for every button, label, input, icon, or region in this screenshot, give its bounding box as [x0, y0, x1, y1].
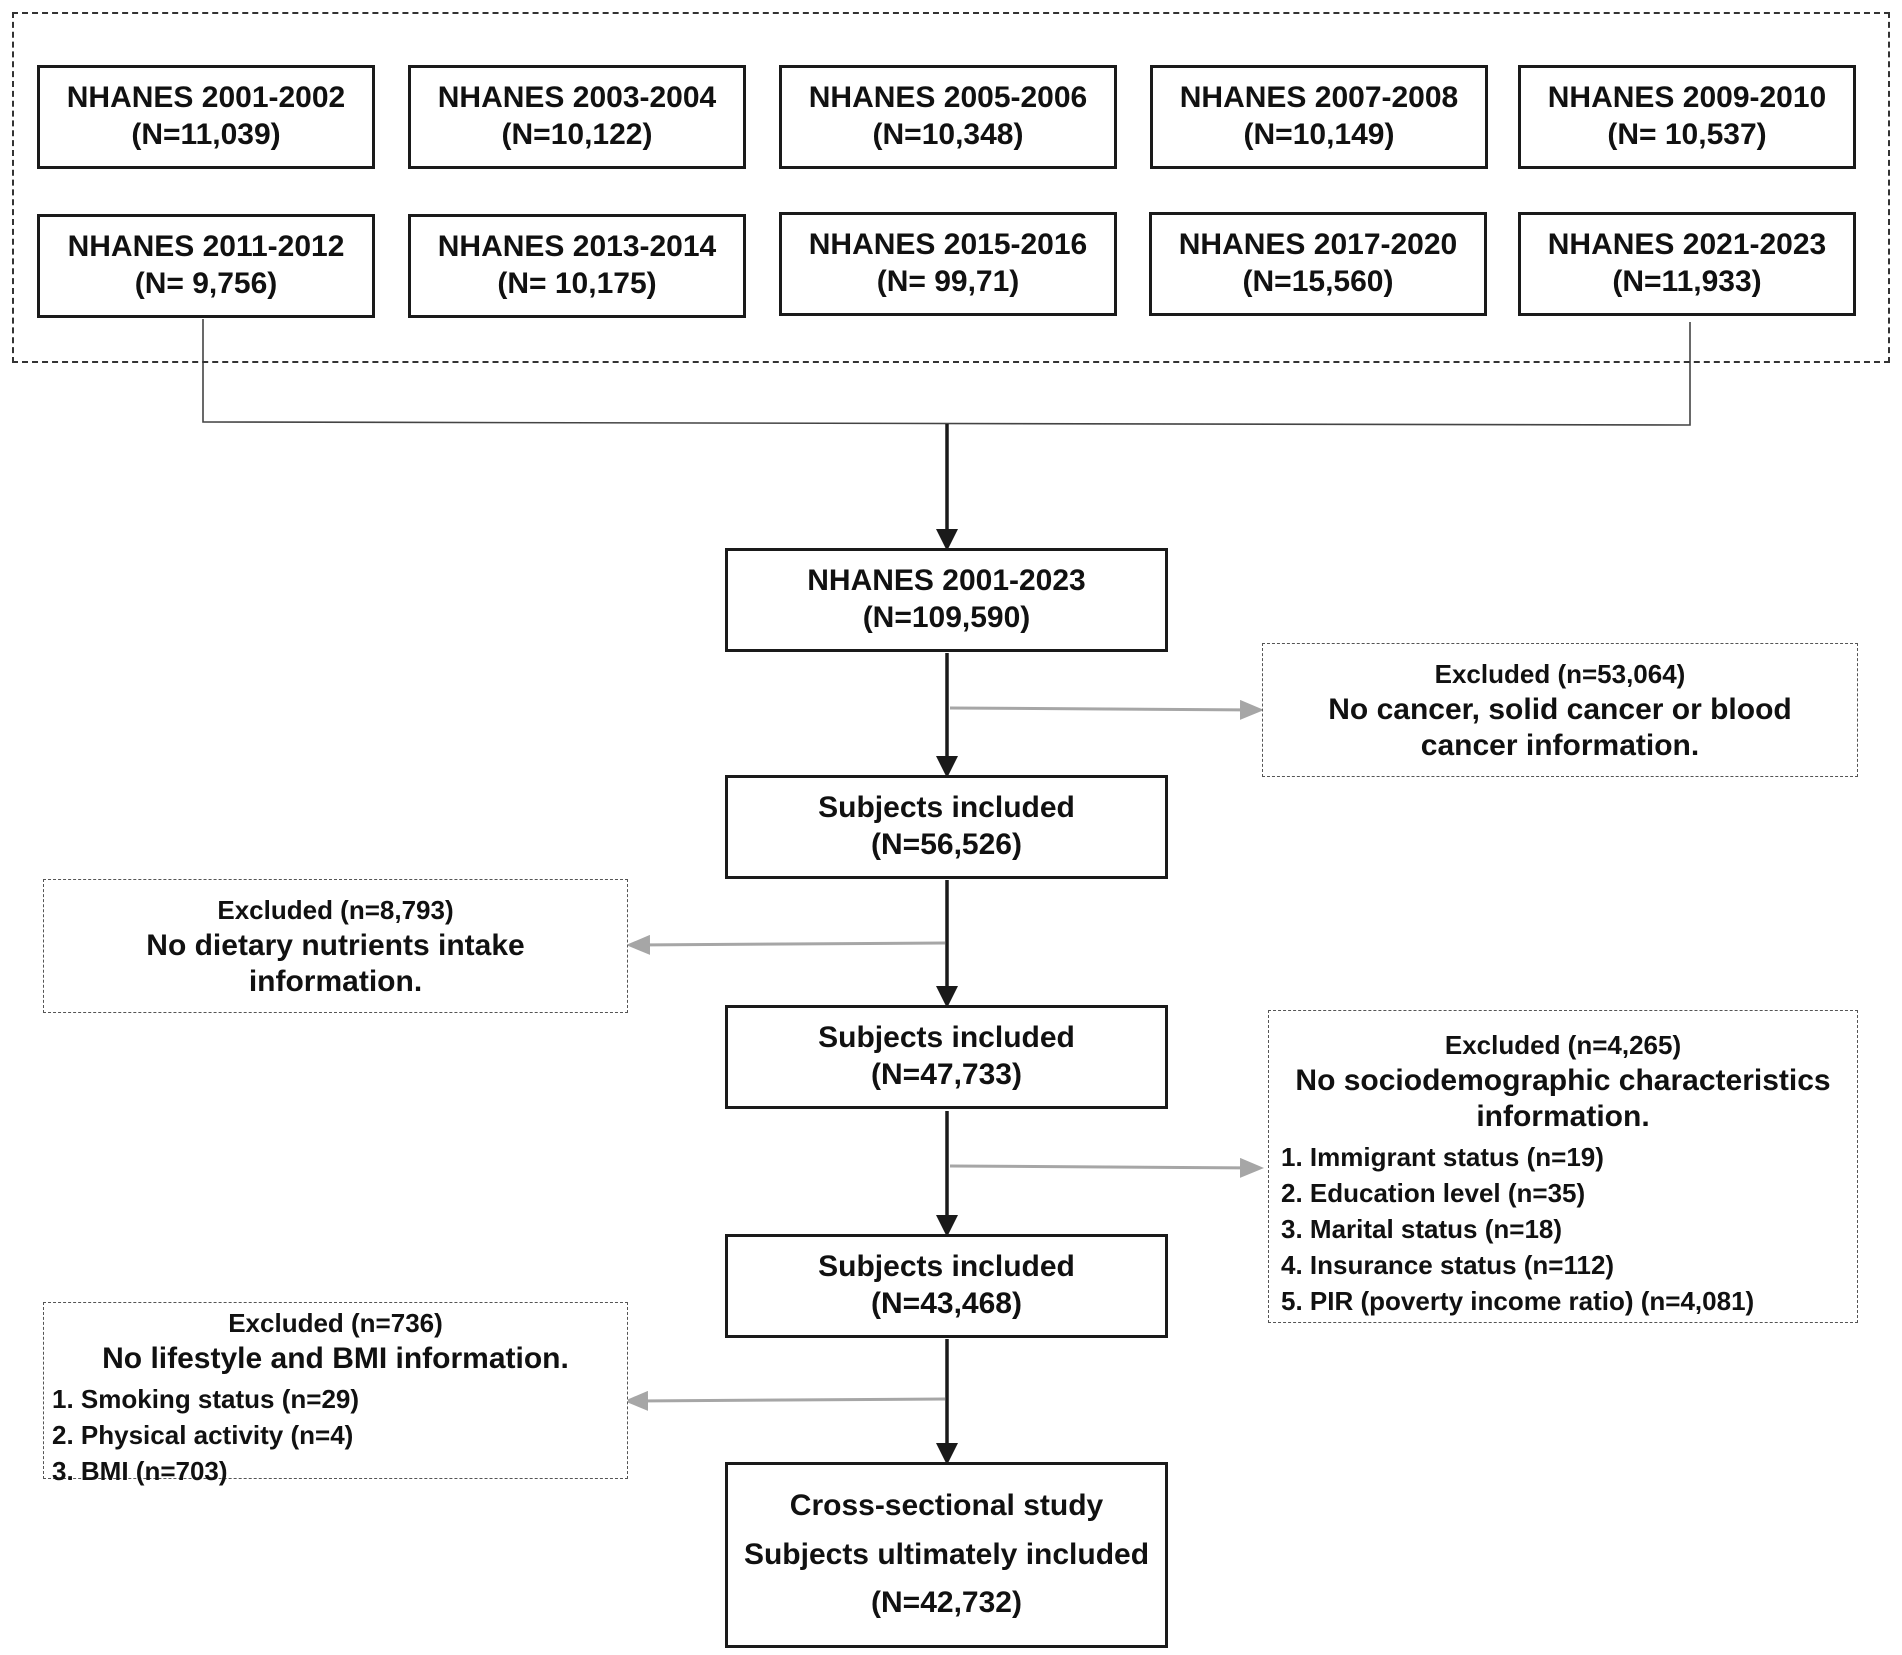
cycle-count: (N=10,348) — [872, 118, 1024, 151]
list-item: 3. Marital status (n=18) — [1281, 1213, 1563, 1244]
final-count: (N=42,732) — [871, 1586, 1022, 1620]
cycle-label: NHANES 2005-2006 — [808, 81, 1088, 115]
cycle-label: NHANES 2011-2012 — [67, 230, 345, 264]
exclusion-header: Excluded (n=4,265) — [1444, 1030, 1682, 1060]
exclusion-header: Excluded (n=8,793) — [217, 895, 454, 925]
exclusion-description: No sociodemographic characteristics info… — [1295, 1063, 1831, 1133]
cycle-box: NHANES 2013-2014 (N= 10,175) — [408, 214, 746, 318]
cycle-label: NHANES 2007-2008 — [1179, 81, 1459, 115]
list-item: 3. BMI (n=703) — [52, 1455, 228, 1486]
study-design-label: Cross-sectional study — [789, 1489, 1104, 1523]
exclusion-reasons-list: 1. Smoking status (n=29) 2. Physical act… — [52, 1381, 619, 1489]
cycle-box: NHANES 2017-2020 (N=15,560) — [1149, 212, 1487, 316]
cycle-count: (N=15,560) — [1242, 265, 1394, 298]
cycle-label: NHANES 2003-2004 — [437, 81, 717, 115]
cycle-box: NHANES 2009-2010 (N= 10,537) — [1518, 65, 1856, 169]
cycle-count: (N= 9,756) — [134, 267, 278, 300]
cycle-count: (N= 10,175) — [497, 267, 657, 300]
cycle-label: NHANES 2017-2020 — [1178, 228, 1458, 262]
exclusion-description: No dietary nutrients intake information. — [146, 928, 525, 998]
cycle-count: (N= 99,71) — [876, 265, 1020, 298]
cycles-group-frame — [12, 12, 1890, 363]
exclusion-description: No lifestyle and BMI information. — [102, 1341, 569, 1375]
exclusion-description: No cancer, solid cancer or blood cancer … — [1328, 692, 1792, 762]
included-label: Subjects included — [818, 1250, 1075, 1284]
included-count: (N=43,468) — [871, 1287, 1022, 1320]
total-population-box: NHANES 2001-2023 (N=109,590) — [725, 548, 1168, 652]
exclusion-header: Excluded (n=736) — [228, 1308, 443, 1338]
cycle-box: NHANES 2021-2023 (N=11,933) — [1518, 212, 1856, 316]
exclusion-box-dietary: Excluded (n=8,793) No dietary nutrients … — [43, 879, 628, 1013]
cycle-label: NHANES 2013-2014 — [437, 230, 717, 264]
exclusion-arrow-lifestyle — [624, 1390, 946, 1411]
cycle-box: NHANES 2003-2004 (N=10,122) — [408, 65, 746, 169]
list-item: 1. Immigrant status (n=19) — [1281, 1141, 1604, 1172]
final-label: Subjects ultimately included — [743, 1537, 1150, 1571]
cycle-box: NHANES 2001-2002 (N=11,039) — [37, 65, 375, 169]
included-label: Subjects included — [818, 1021, 1075, 1055]
cycle-count: (N=10,149) — [1243, 118, 1395, 151]
total-count: (N=109,590) — [862, 601, 1031, 634]
subjects-included-box-1: Subjects included (N=56,526) — [725, 775, 1168, 879]
cycle-box: NHANES 2007-2008 (N=10,149) — [1150, 65, 1488, 169]
list-item: 4. Insurance status (n=112) — [1281, 1249, 1615, 1280]
cycle-count: (N=11,933) — [1612, 265, 1762, 298]
list-item: 1. Smoking status (n=29) — [52, 1383, 360, 1414]
cycle-label: NHANES 2009-2010 — [1547, 81, 1827, 115]
exclusion-reasons-list: 1. Immigrant status (n=19) 2. Education … — [1281, 1139, 1845, 1319]
included-count: (N=47,733) — [871, 1058, 1022, 1091]
cycle-box: NHANES 2011-2012 (N= 9,756) — [37, 214, 375, 318]
subjects-included-box-2: Subjects included (N=47,733) — [725, 1005, 1168, 1109]
exclusion-box-cancer: Excluded (n=53,064) No cancer, solid can… — [1262, 643, 1858, 777]
subjects-included-box-3: Subjects included (N=43,468) — [725, 1234, 1168, 1338]
included-label: Subjects included — [818, 791, 1075, 825]
cycle-count: (N=10,122) — [501, 118, 653, 151]
list-item: 2. Education level (n=35) — [1281, 1177, 1586, 1208]
exclusion-arrow-sociodemographic — [949, 1157, 1264, 1178]
final-cohort-box: Cross-sectional study Subjects ultimatel… — [725, 1462, 1168, 1648]
list-item: 2. Physical activity (n=4) — [52, 1419, 354, 1450]
exclusion-box-lifestyle: Excluded (n=736) No lifestyle and BMI in… — [43, 1302, 628, 1486]
total-label: NHANES 2001-2023 — [807, 564, 1086, 598]
cycle-box: NHANES 2015-2016 (N= 99,71) — [779, 212, 1117, 316]
included-count: (N=56,526) — [871, 828, 1022, 861]
exclusion-box-sociodemographic: Excluded (n=4,265) No sociodemographic c… — [1268, 1010, 1858, 1323]
cycle-box: NHANES 2005-2006 (N=10,348) — [779, 65, 1117, 169]
cycle-count: (N=11,039) — [131, 118, 281, 151]
exclusion-arrow-dietary — [626, 934, 946, 955]
cycle-label: NHANES 2015-2016 — [808, 228, 1088, 262]
cycle-label: NHANES 2021-2023 — [1547, 228, 1827, 262]
exclusion-header: Excluded (n=53,064) — [1434, 659, 1686, 689]
cycle-count: (N= 10,537) — [1607, 118, 1767, 151]
cycle-label: NHANES 2001-2002 — [66, 81, 346, 115]
exclusion-arrow-cancer — [949, 699, 1264, 720]
list-item: 5. PIR (poverty income ratio) (n=4,081) — [1281, 1285, 1755, 1316]
